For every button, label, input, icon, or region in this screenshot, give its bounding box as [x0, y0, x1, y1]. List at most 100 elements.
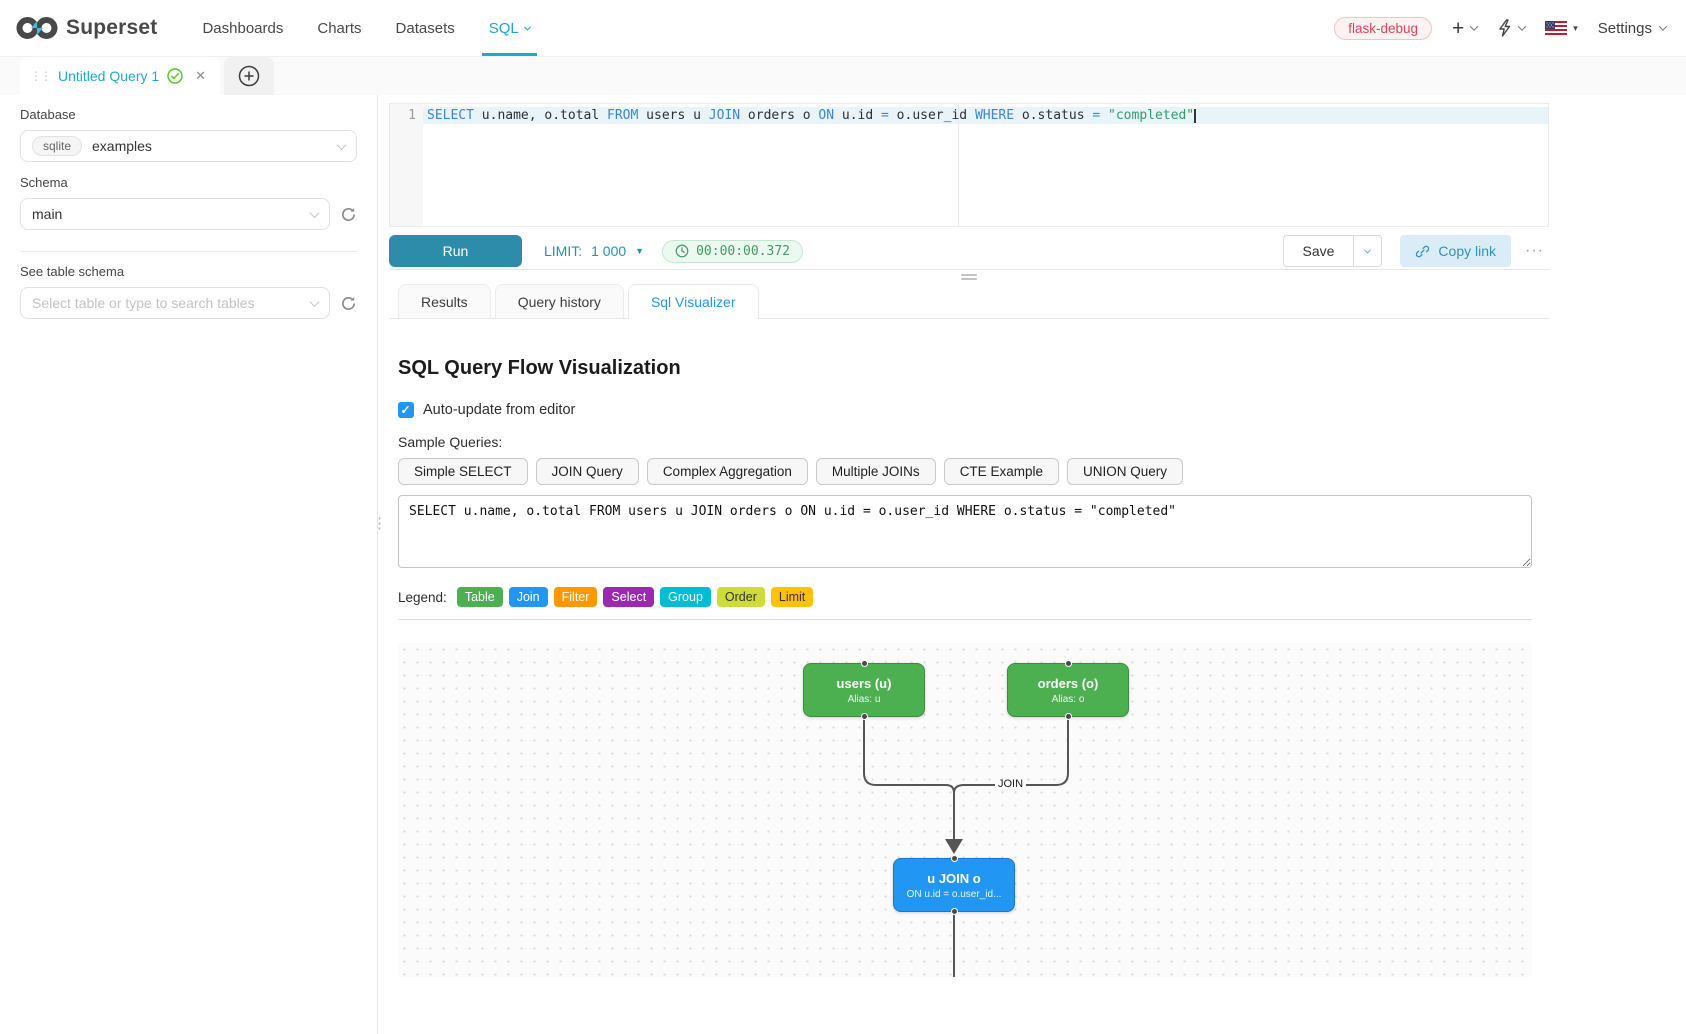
sample-query-button[interactable]: JOIN Query	[535, 458, 639, 485]
nav-charts[interactable]: Charts	[317, 19, 362, 37]
sample-query-button[interactable]: UNION Query	[1066, 458, 1183, 485]
table-select-placeholder: Select table or type to search tables	[32, 295, 255, 311]
nav-sql[interactable]: SQL	[472, 0, 547, 56]
settings-menu[interactable]: Settings	[1598, 20, 1668, 37]
sql-token: o.user_id	[888, 108, 975, 123]
nav-datasets[interactable]: Datasets	[395, 19, 455, 37]
caret-down-icon: ▼	[635, 246, 645, 256]
legend-chip: Limit	[770, 587, 814, 607]
sql-token: =	[1092, 108, 1101, 123]
connection-handle[interactable]	[950, 855, 958, 862]
refresh-icon	[341, 207, 356, 221]
chevron-down-icon	[1658, 22, 1668, 31]
query-search-menu[interactable]	[1497, 19, 1527, 37]
auto-update-row: Auto-update from editor	[398, 402, 1532, 418]
query-tab-untitled[interactable]: ⋮⋮ Untitled Query 1 ✕	[20, 57, 221, 95]
clock-icon	[675, 244, 689, 258]
table-schema-block: See table schema Select table or type to…	[20, 264, 357, 319]
more-options-button[interactable]: ···	[1525, 242, 1544, 259]
us-flag-icon	[1545, 21, 1568, 35]
language-picker[interactable]: ▾	[1545, 21, 1578, 35]
saved-check-icon	[167, 68, 183, 84]
main-pane: 1 SELECT u.name, o.total FROM users u JO…	[389, 95, 1549, 1034]
connection-handle[interactable]	[950, 908, 958, 915]
content-divider	[398, 619, 1532, 620]
result-tab-bar: Results Query history Sql Visualizer	[389, 284, 1549, 319]
limit-value: 1 000	[591, 243, 627, 259]
chevron-down-icon	[336, 139, 347, 150]
sidebar-resize-handle[interactable]: ⋮	[372, 515, 387, 532]
chevron-down-icon	[1364, 246, 1372, 254]
editor-code-area[interactable]: SELECT u.name, o.total FROM users u JOIN…	[423, 104, 1548, 226]
query-tab-bar: ⋮⋮ Untitled Query 1 ✕	[0, 57, 1686, 95]
chevron-down-icon	[309, 296, 320, 307]
tab-sql-visualizer[interactable]: Sql Visualizer	[627, 284, 759, 319]
save-options-button[interactable]	[1354, 235, 1383, 267]
database-select[interactable]: sqlite examples	[20, 130, 357, 162]
text-cursor	[1194, 109, 1197, 123]
limit-dropdown[interactable]: LIMIT: 1 000 ▼	[544, 243, 644, 259]
join-edge-label: JOIN	[995, 778, 1027, 790]
caret-down-icon: ▾	[1573, 22, 1578, 33]
sql-token: =	[881, 108, 889, 123]
sql-token: u.name, o.total	[473, 108, 608, 123]
legend-chip: Select	[603, 587, 655, 607]
run-button[interactable]: Run	[389, 235, 522, 267]
table-select[interactable]: Select table or type to search tables	[20, 287, 330, 319]
node-title: orders (o)	[1037, 675, 1099, 691]
copy-link-button[interactable]: Copy link	[1400, 235, 1512, 267]
schema-block: Schema main	[20, 175, 357, 230]
sql-token: orders o	[740, 108, 819, 123]
flow-canvas[interactable]: JOIN users (u) Alias: u orders (o) Alias…	[398, 643, 1532, 977]
close-tab-icon[interactable]: ✕	[195, 68, 207, 83]
schema-label: Schema	[20, 175, 68, 190]
pane-divider	[389, 269, 1549, 270]
refresh-tables-button[interactable]	[340, 295, 357, 312]
sql-token: "completed"	[1108, 108, 1195, 123]
navbar-right: flask-debug +	[1334, 0, 1668, 56]
legend-chip: Group	[660, 587, 711, 607]
auto-update-checkbox[interactable]	[398, 402, 414, 418]
chevron-down-icon	[309, 207, 320, 218]
connection-handle[interactable]	[1064, 660, 1072, 667]
sql-lab-body: Database sqlite examples Schema main	[0, 95, 1686, 1034]
new-tab-button[interactable]	[224, 57, 275, 95]
database-value: examples	[92, 138, 152, 154]
table-schema-label: See table schema	[20, 264, 125, 279]
superset-logo[interactable]: Superset	[16, 0, 157, 56]
new-item-menu[interactable]: +	[1452, 18, 1479, 39]
sample-query-button[interactable]: Multiple JOINs	[815, 458, 936, 485]
legend-chip: Table	[456, 587, 503, 607]
environment-tag: flask-debug	[1334, 16, 1432, 40]
editor-toolbar: Run LIMIT: 1 000 ▼ 00:00:00.372 Save	[389, 235, 1549, 267]
refresh-schemas-button[interactable]	[340, 206, 357, 223]
sql-input[interactable]: SELECT u.name, o.total FROM users u JOIN…	[398, 495, 1532, 568]
connection-handle[interactable]	[1064, 713, 1072, 720]
sql-token: JOIN	[708, 108, 741, 123]
sample-query-button[interactable]: Complex Aggregation	[646, 458, 808, 485]
sql-editor[interactable]: 1 SELECT u.name, o.total FROM users u JO…	[389, 103, 1549, 227]
query-tab-title: Untitled Query 1	[58, 68, 160, 84]
pane-resize-handle[interactable]	[958, 274, 980, 280]
sample-query-button[interactable]: CTE Example	[943, 458, 1059, 485]
chevron-down-icon	[1470, 22, 1479, 31]
sample-query-button[interactable]: Simple SELECT	[398, 458, 528, 485]
tab-query-history[interactable]: Query history	[494, 284, 624, 318]
nav-dashboards[interactable]: Dashboards	[202, 19, 284, 37]
connection-handle[interactable]	[860, 713, 868, 720]
tab-results[interactable]: Results	[398, 284, 491, 318]
legend-label: Legend:	[398, 589, 447, 605]
flow-node-users[interactable]: users (u) Alias: u	[803, 660, 925, 720]
save-button[interactable]: Save	[1282, 235, 1355, 267]
lightning-bolt-icon	[1499, 19, 1511, 37]
legend-chip: Filter	[553, 587, 598, 607]
flow-node-join[interactable]: u JOIN o ON u.id = o.user_id...	[893, 855, 1015, 915]
schema-select[interactable]: main	[20, 198, 330, 230]
database-label: Database	[20, 107, 76, 122]
connection-handle[interactable]	[860, 660, 868, 667]
sql-token: u.id	[834, 108, 882, 123]
datasource-sidebar: Database sqlite examples Schema main	[0, 95, 378, 1034]
flow-node-orders[interactable]: orders (o) Alias: o	[1007, 660, 1129, 720]
